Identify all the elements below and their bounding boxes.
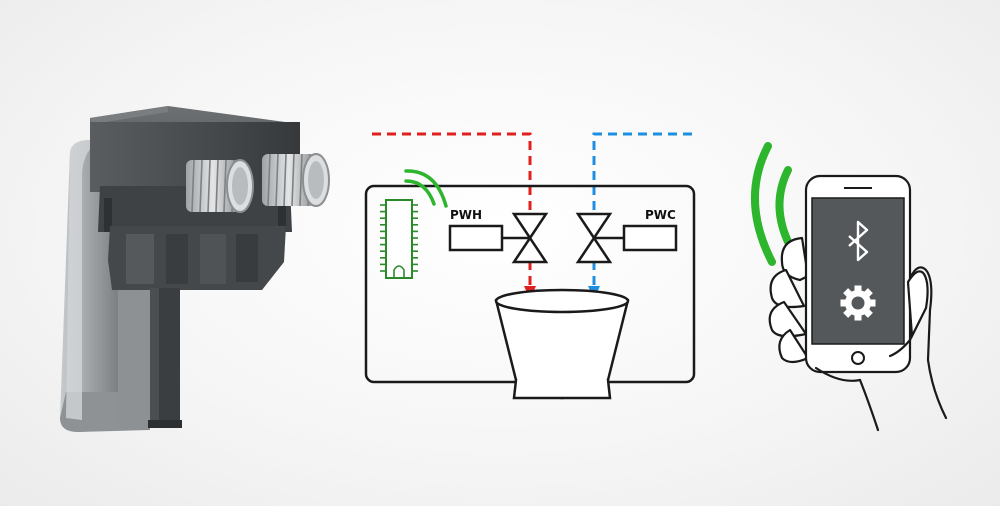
phone-home-button [851,351,865,365]
hot-actuator-box [448,224,504,252]
smartphone-app [751,142,948,432]
pwh-label: PWH [450,208,482,222]
gear-tooth [854,285,862,294]
phone-screen [811,197,905,345]
cold-water-line [592,132,692,290]
cold-water-valve [575,212,613,264]
hot-water-inlet-thread [186,159,254,213]
pwc-label: PWC [645,208,676,222]
gear-tooth [854,312,862,321]
cold-actuator-box [622,224,678,252]
cold-water-inlet-thread [262,153,330,207]
wifi-signal-icon [404,169,448,208]
hand-holding-phone-icon [768,236,810,364]
bluetooth-icon [848,220,869,262]
microcontroller-chip-icon [380,199,418,279]
gear-icon [840,285,876,321]
schematic [364,132,696,400]
hand-thumb-fill [906,270,929,341]
hot-water-valve [511,212,549,264]
hand-palm [814,266,948,432]
smartphone [804,174,912,374]
basin [494,288,630,400]
control-unit-product [60,106,330,432]
bluetooth-signal-icon [751,142,794,266]
